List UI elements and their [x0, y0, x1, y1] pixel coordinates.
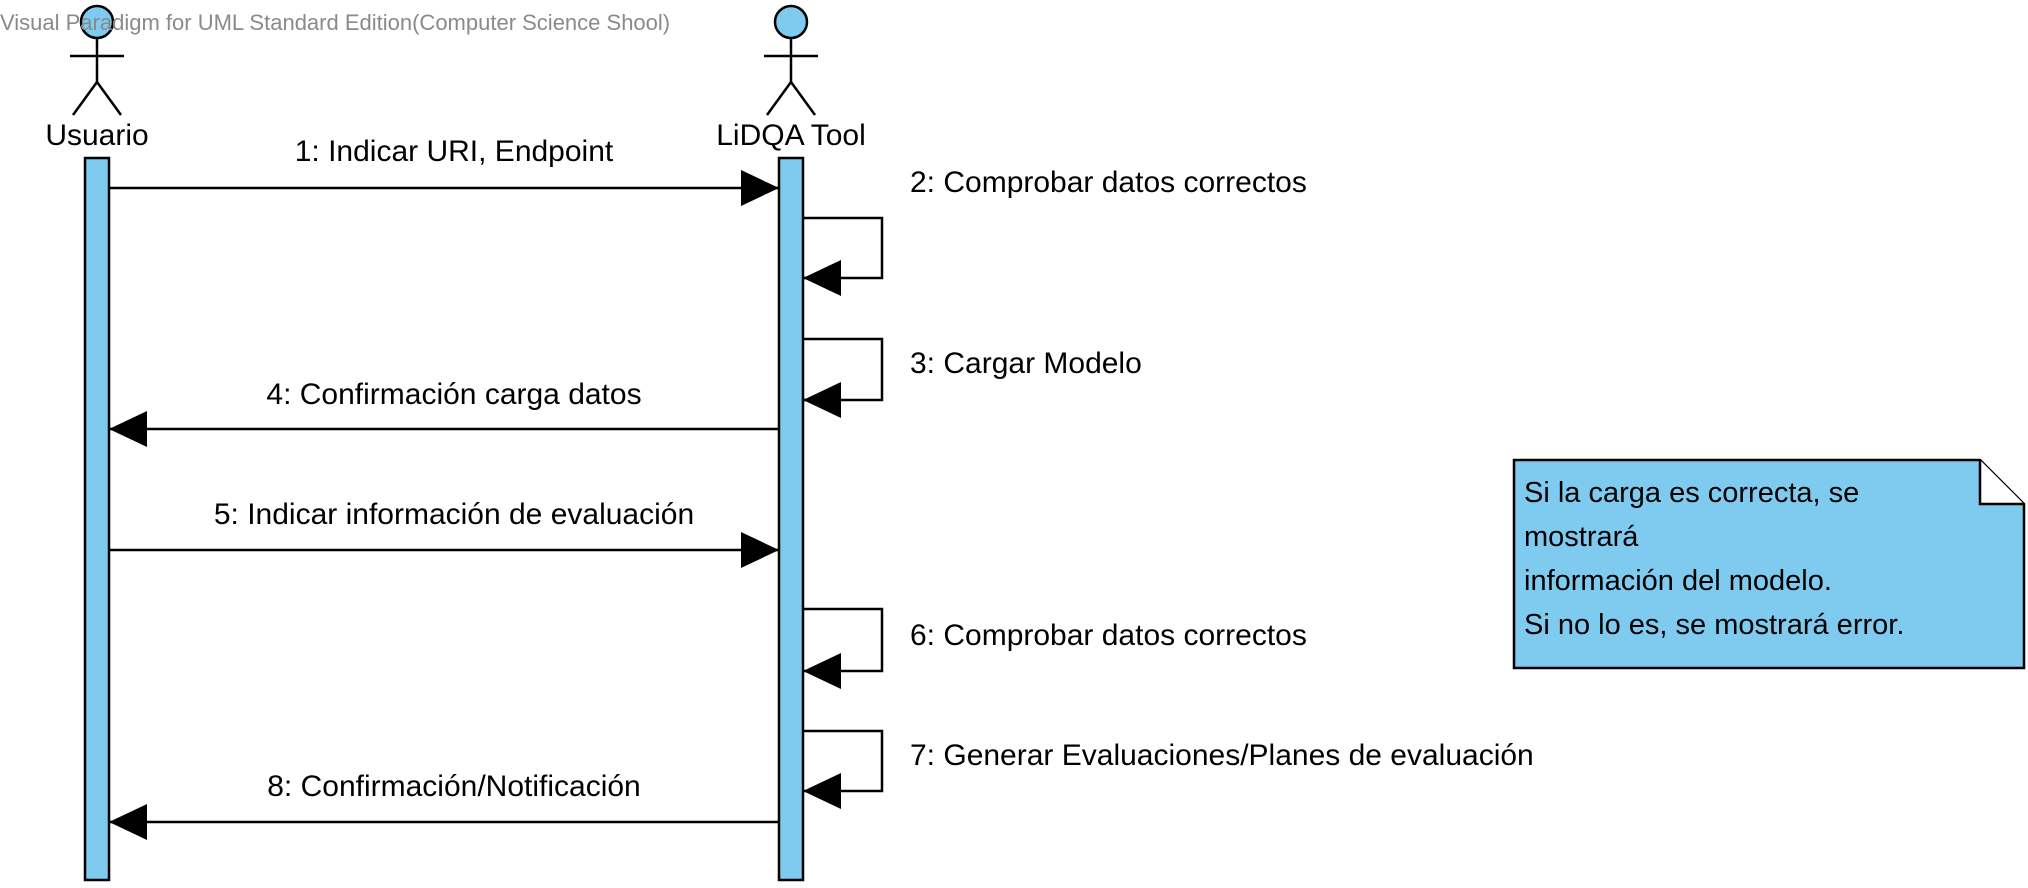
message-2-arrowhead: [803, 260, 841, 296]
message-7[interactable]: 7: Generar Evaluaciones/Planes de evalua…: [803, 729, 1534, 809]
activation-bar-lidqa-tool: [777, 156, 805, 882]
note-text-line-4: Si no lo es, se mostrará error.: [1524, 609, 1904, 641]
message-5-arrowhead: [741, 532, 779, 568]
message-7-arrowhead: [803, 773, 841, 809]
actor-lidqa-leg-left: [765, 81, 793, 116]
message-6-arrow: [803, 607, 884, 673]
message-3-arrowhead: [803, 382, 841, 418]
actor-lidqa-head: [773, 4, 809, 40]
note[interactable]: Si la carga es correcta, se mostrará inf…: [1512, 458, 2026, 670]
actor-lidqa-tool[interactable]: LiDQA Tool: [716, 4, 866, 152]
message-2-arrow: [803, 216, 884, 280]
message-1-label: 1: Indicar URI, Endpoint: [295, 135, 614, 168]
message-7-arrow: [803, 729, 884, 793]
message-3-arrow: [803, 337, 884, 402]
message-6-arrowhead: [803, 653, 841, 689]
message-6[interactable]: 6: Comprobar datos correctos: [803, 607, 1307, 689]
lifeline-name-lidqa-tool: LiDQA Tool: [716, 119, 866, 152]
actor-usuario-leg-right: [95, 81, 123, 116]
message-8[interactable]: 8: Confirmación/Notificación: [109, 770, 779, 840]
actor-lidqa-leg-right: [789, 81, 817, 116]
message-3-label: 3: Cargar Modelo: [910, 347, 1142, 380]
note-corner-fold: [1978, 460, 2024, 506]
message-7-label: 7: Generar Evaluaciones/Planes de evalua…: [910, 739, 1534, 772]
message-5-label: 5: Indicar información de evaluación: [214, 498, 694, 531]
message-8-arrowhead: [109, 804, 147, 840]
note-text-line-1: Si la carga es correcta, se: [1524, 477, 1859, 509]
note-text-line-2: mostrará: [1524, 521, 1639, 553]
message-4-arrowhead: [109, 411, 147, 447]
lifeline-name-usuario: Usuario: [45, 119, 148, 152]
message-8-label: 8: Confirmación/Notificación: [267, 770, 641, 803]
watermark-text: Visual Paradigm for UML Standard Edition…: [0, 10, 670, 35]
message-4[interactable]: 4: Confirmación carga datos: [109, 378, 779, 447]
actor-usuario-leg-left: [71, 81, 99, 116]
message-6-label: 6: Comprobar datos correctos: [910, 619, 1307, 652]
actor-usuario[interactable]: Usuario: [45, 4, 149, 152]
message-1[interactable]: 1: Indicar URI, Endpoint: [109, 135, 779, 206]
message-4-label: 4: Confirmación carga datos: [266, 378, 641, 411]
message-2-label: 2: Comprobar datos correctos: [910, 166, 1307, 199]
message-3[interactable]: 3: Cargar Modelo: [803, 337, 1142, 418]
message-1-arrowhead: [741, 170, 779, 206]
note-text-line-3: información del modelo.: [1524, 565, 1832, 597]
note-body: [1512, 458, 2026, 670]
message-5[interactable]: 5: Indicar información de evaluación: [109, 498, 779, 568]
message-2[interactable]: 2: Comprobar datos correctos: [803, 166, 1307, 296]
activation-bar-usuario: [83, 156, 111, 882]
